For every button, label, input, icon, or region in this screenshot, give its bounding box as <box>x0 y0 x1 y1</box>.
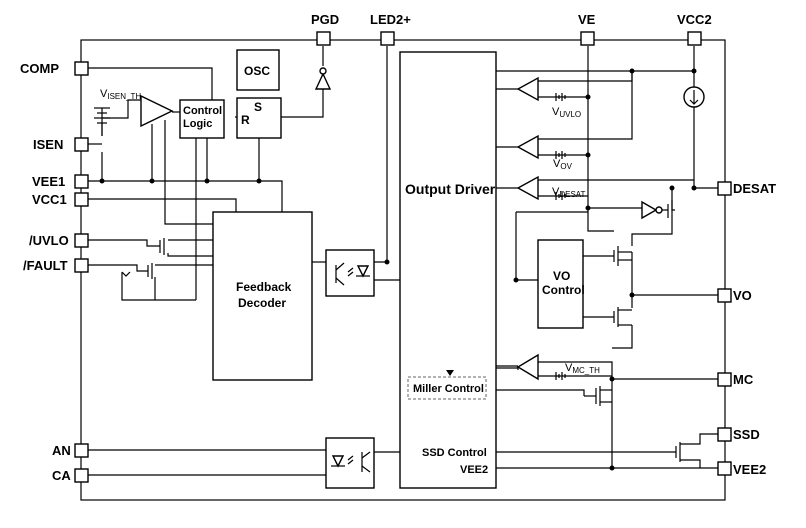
optocoupler-input <box>325 437 375 489</box>
vo-high-mosfet <box>613 246 632 266</box>
ssd-mosfet <box>675 440 701 462</box>
pin-pgd: PGD <box>311 12 339 27</box>
latch-r-label: R <box>241 113 250 127</box>
pin-vo: VO <box>733 288 752 303</box>
feedback-line1: Feedback <box>236 280 292 294</box>
vov-label: VOV <box>553 158 573 171</box>
isen-comparator <box>140 94 174 128</box>
junction-dots <box>99 68 697 471</box>
visen-label: VISEN_TH <box>100 88 141 101</box>
control-logic-block <box>179 99 225 139</box>
vmc-label: VMC_TH <box>565 362 600 375</box>
mc-comparator <box>516 353 539 381</box>
control-logic-line1: Control <box>183 105 222 117</box>
vo-control-line2: Control <box>542 283 585 297</box>
pin-fault: /FAULT <box>23 258 68 273</box>
vo-low-mosfet <box>613 307 632 327</box>
output-driver-block <box>399 51 497 489</box>
pin-an: AN <box>52 443 71 458</box>
output-driver-label: Output Driver <box>405 181 496 197</box>
sr-latch-block <box>236 97 282 139</box>
desat-comparator <box>516 175 539 201</box>
vuvlo-label: VUVLO <box>552 106 581 119</box>
control-logic-line2: Logic <box>183 118 212 130</box>
vee2-inner-label: VEE2 <box>460 464 488 476</box>
miller-arrow <box>446 370 454 376</box>
vo-control-block <box>537 239 584 329</box>
desat-inverter <box>641 200 663 220</box>
osc-label: OSC <box>244 64 270 78</box>
uvlo-mosfet <box>159 238 165 255</box>
vo-control-line1: VO <box>553 269 570 283</box>
miller-control-block <box>407 376 487 400</box>
pin-uvlo: /UVLO <box>29 233 69 248</box>
latch-s-label: S <box>254 100 262 114</box>
pin-vee1: VEE1 <box>32 174 65 189</box>
pgd-inverter <box>314 67 332 90</box>
pin-desat: DESAT <box>733 181 776 196</box>
pin-led2: LED2+ <box>370 12 411 27</box>
pin-mc: MC <box>733 372 754 387</box>
desat-discharge-mosfet <box>662 200 673 222</box>
pin-comp: COMP <box>20 61 59 76</box>
pin-isen: ISEN <box>33 137 63 152</box>
reference-batteries-right <box>555 93 566 380</box>
pin-markers <box>74 31 732 483</box>
uvlo-comparator <box>516 76 539 102</box>
fault-mosfet <box>121 263 153 279</box>
osc-block <box>236 49 280 91</box>
miller-clamp-mosfet <box>584 386 612 406</box>
vdesat-label: VDESAT <box>552 186 586 199</box>
pin-ssd: SSD <box>733 427 760 442</box>
pin-ve: VE <box>578 12 596 27</box>
pin-vcc1: VCC1 <box>32 192 67 207</box>
desat-current-source <box>683 86 705 108</box>
feedback-decoder-block <box>212 211 313 381</box>
pin-vee2: VEE2 <box>733 462 766 477</box>
optocoupler-feedback <box>325 249 375 297</box>
isen-reference-battery <box>94 107 110 136</box>
ov-comparator <box>516 134 539 160</box>
left-wiring <box>87 46 400 476</box>
pin-vcc2: VCC2 <box>677 12 712 27</box>
ssd-control-label: SSD Control <box>422 447 487 459</box>
feedback-line2: Decoder <box>238 296 286 310</box>
miller-control-label: Miller Control <box>413 383 484 395</box>
pin-ca: CA <box>52 468 71 483</box>
